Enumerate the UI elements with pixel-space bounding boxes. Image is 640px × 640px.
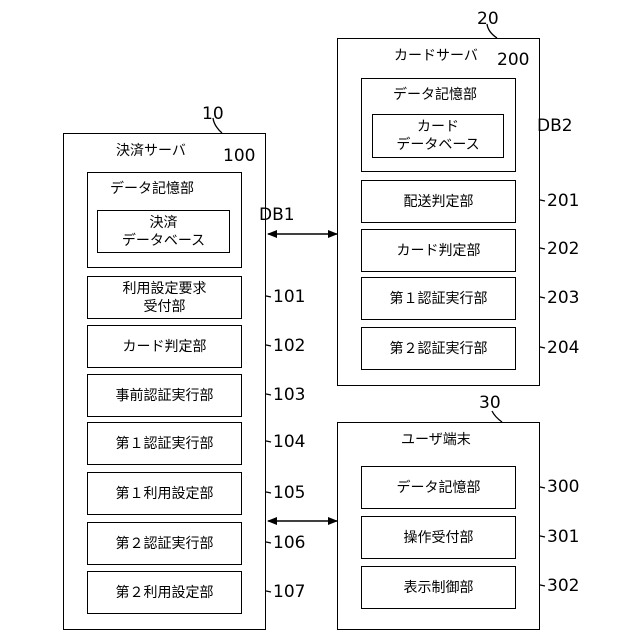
unit-104-ref: 104 <box>273 432 305 452</box>
unit-203-ref: 203 <box>547 288 579 308</box>
payment-storage-ref: 100 <box>223 146 255 166</box>
display-controller: 表示制御部 <box>361 566 516 609</box>
card-storage-label: データ記憶部 <box>393 86 477 104</box>
unit-105-ref: 105 <box>273 483 305 503</box>
payment-storage-label: データ記憶部 <box>110 180 194 198</box>
unit-102-ref: 102 <box>273 336 305 356</box>
card-server-ref: 20 <box>477 9 499 29</box>
terminal-data-storage: データ記憶部 <box>361 466 516 509</box>
unit-301-ref: 301 <box>547 527 579 547</box>
card-first-authentication-executor: 第１認証実行部 <box>361 277 516 320</box>
payment-database: 決済 データベース <box>97 210 230 253</box>
unit-302-ref: 302 <box>547 576 579 596</box>
payment-server-title: 決済サーバ <box>116 142 186 160</box>
second-authentication-executor: 第２認証実行部 <box>87 522 242 565</box>
operation-receiver: 操作受付部 <box>361 516 516 559</box>
user-terminal-title: ユーザ端末 <box>401 431 471 449</box>
first-authentication-executor: 第１認証実行部 <box>87 422 242 465</box>
user-terminal-ref: 30 <box>479 393 501 413</box>
db2-ref: DB2 <box>537 116 573 136</box>
payment-card-determination: カード判定部 <box>87 325 242 368</box>
second-usage-setting: 第２利用設定部 <box>87 571 242 614</box>
first-usage-setting: 第１利用設定部 <box>87 472 242 515</box>
card-storage-ref: 200 <box>497 50 529 70</box>
usage-setting-request-receiver: 利用設定要求 受付部 <box>87 276 242 319</box>
unit-202-ref: 202 <box>547 239 579 259</box>
unit-107-ref: 107 <box>273 582 305 602</box>
card-server-title: カードサーバ <box>394 47 478 65</box>
payment-server-ref: 10 <box>202 104 224 124</box>
card-server-card-determination: カード判定部 <box>361 229 516 272</box>
unit-201-ref: 201 <box>547 191 579 211</box>
unit-204-ref: 204 <box>547 338 579 358</box>
delivery-determination: 配送判定部 <box>361 180 516 223</box>
card-database: カード データベース <box>372 114 504 158</box>
unit-106-ref: 106 <box>273 533 305 553</box>
card-second-authentication-executor: 第２認証実行部 <box>361 327 516 370</box>
unit-101-ref: 101 <box>273 287 305 307</box>
unit-103-ref: 103 <box>273 385 305 405</box>
pre-authentication-executor: 事前認証実行部 <box>87 374 242 417</box>
db1-ref: DB1 <box>259 205 295 225</box>
unit-300-ref: 300 <box>547 477 579 497</box>
